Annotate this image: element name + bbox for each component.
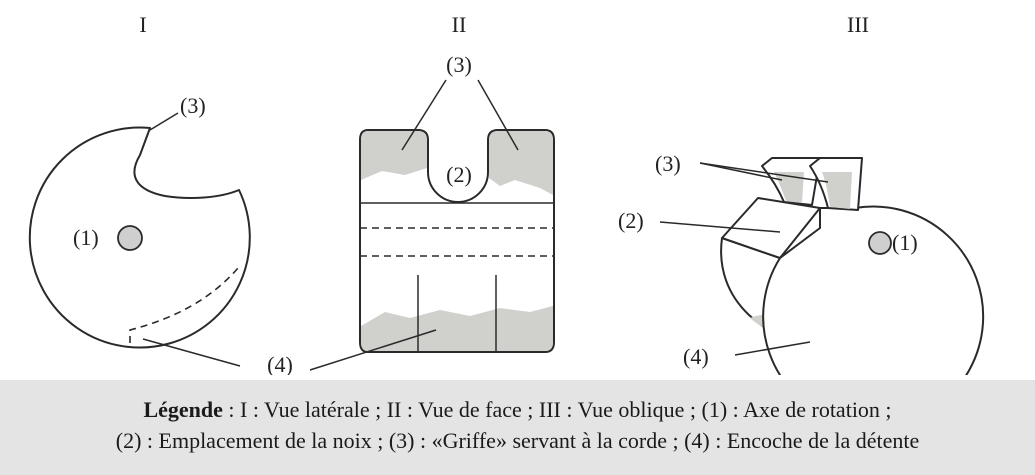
oblique-view: (3) (2) (1) (4) — [618, 151, 985, 375]
claw-right-oblique-shade — [822, 172, 852, 209]
legend-text-1: : I : Vue latérale ; II : Vue de face ; … — [222, 397, 892, 422]
side-view: (3) (1) — [28, 93, 251, 367]
label-notch-oblique: (4) — [683, 344, 709, 369]
view-title-front: II — [452, 12, 467, 37]
legend-title: Légende — [143, 397, 223, 422]
rotation-axis-oblique — [868, 231, 892, 255]
rotation-axis-side — [117, 225, 143, 251]
oblique-nut-seat — [721, 197, 821, 259]
leader-notch-front — [309, 329, 437, 371]
oblique-front-face — [762, 205, 985, 375]
legend: Légende : I : Vue latérale ; II : Vue de… — [0, 380, 1035, 475]
leader-claw-oblique-right — [699, 162, 829, 183]
leader-claw-front-right — [477, 79, 519, 151]
legend-line-1: Légende : I : Vue latérale ; II : Vue de… — [0, 394, 1035, 425]
leader-claw-side — [149, 112, 179, 131]
claw-right-shade — [489, 131, 553, 195]
label-claw-oblique: (3) — [655, 151, 681, 176]
leader-nut-oblique — [659, 221, 781, 233]
label-nut-oblique: (2) — [618, 208, 644, 233]
front-view-body — [359, 129, 555, 353]
leader-claw-front-left — [401, 79, 447, 151]
leader-notch-side — [142, 338, 241, 367]
label-axis-side: (1) — [73, 225, 99, 250]
label-notch-center: (4) — [267, 352, 293, 375]
claw-left-shade — [361, 131, 427, 180]
diagram-figure: I II III (3) (1) (3) (2) (4) — [28, 12, 985, 375]
view-title-oblique: III — [847, 12, 869, 37]
leader-notch-oblique — [734, 341, 811, 356]
label-claw-front: (3) — [446, 52, 472, 77]
leader-claw-oblique-left — [699, 162, 783, 181]
front-view: (3) (2) (4) — [267, 52, 555, 375]
label-axis-oblique: (1) — [892, 230, 918, 255]
legend-line-2: (2) : Emplacement de la noix ; (3) : «Gr… — [115, 428, 920, 453]
label-claw-side: (3) — [180, 93, 206, 118]
view-title-side: I — [139, 12, 146, 37]
notch-front-shade — [361, 306, 553, 351]
label-nut-front: (2) — [446, 162, 472, 187]
trigger-notch-side — [129, 267, 239, 343]
